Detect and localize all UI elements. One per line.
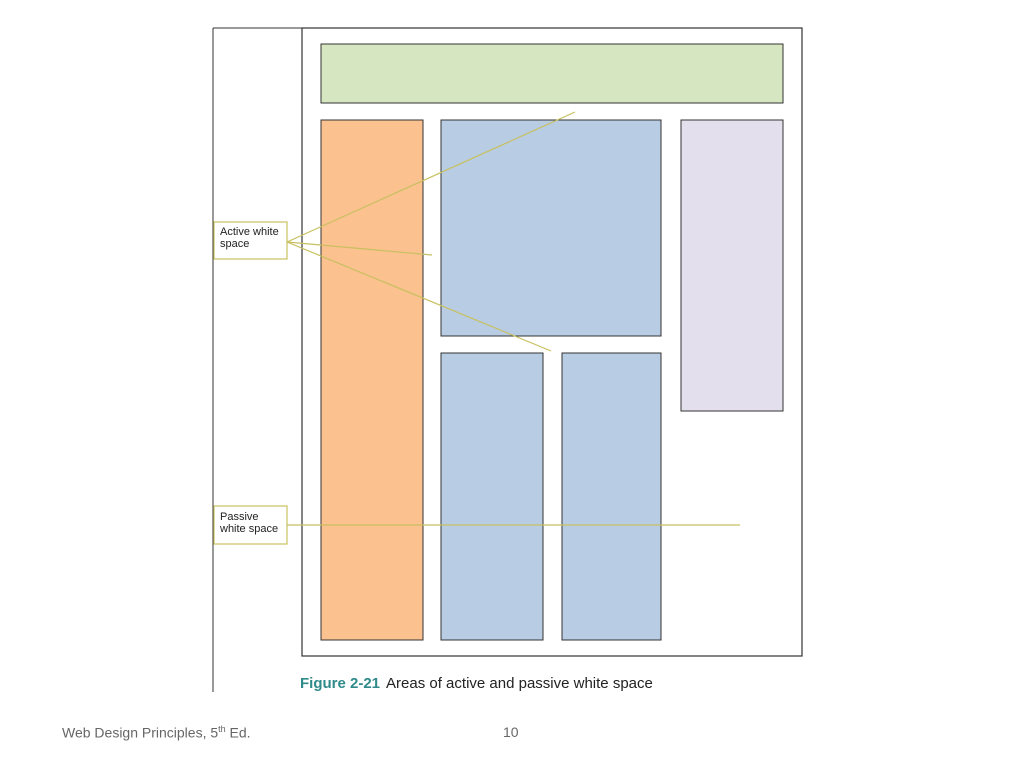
active-leader-line-top	[286, 111, 576, 243]
active-leader-line-middle	[286, 241, 433, 256]
main-content-block	[440, 119, 662, 337]
figure-caption-text: Areas of active and passive white space	[386, 675, 653, 692]
active-white-space-label: Active white space	[220, 226, 279, 250]
left-column-block	[320, 119, 424, 641]
lower-content-block-left	[440, 352, 544, 641]
passive-white-space-label: Passive white space	[220, 511, 279, 535]
figure-number: Figure 2-21	[300, 675, 381, 692]
active-leader-lines	[286, 111, 576, 352]
active-leader-line-bottom	[286, 241, 552, 352]
header-block	[320, 43, 784, 104]
footer-title-prefix: Web Design Principles, 5	[62, 724, 219, 741]
figure-caption: Figure 2-21 Areas of active and passive w…	[300, 675, 653, 692]
passive-callout-box	[213, 505, 288, 545]
right-column-block	[680, 119, 784, 412]
lower-content-block-right	[561, 352, 662, 641]
footer-title-superscript: th	[218, 724, 226, 734]
slide-page-number: 10	[503, 724, 519, 740]
footer-book-title: Web Design Principles, 5th Ed.	[62, 724, 251, 741]
footer-title-suffix: Ed.	[225, 724, 251, 741]
active-callout-box	[213, 221, 288, 260]
